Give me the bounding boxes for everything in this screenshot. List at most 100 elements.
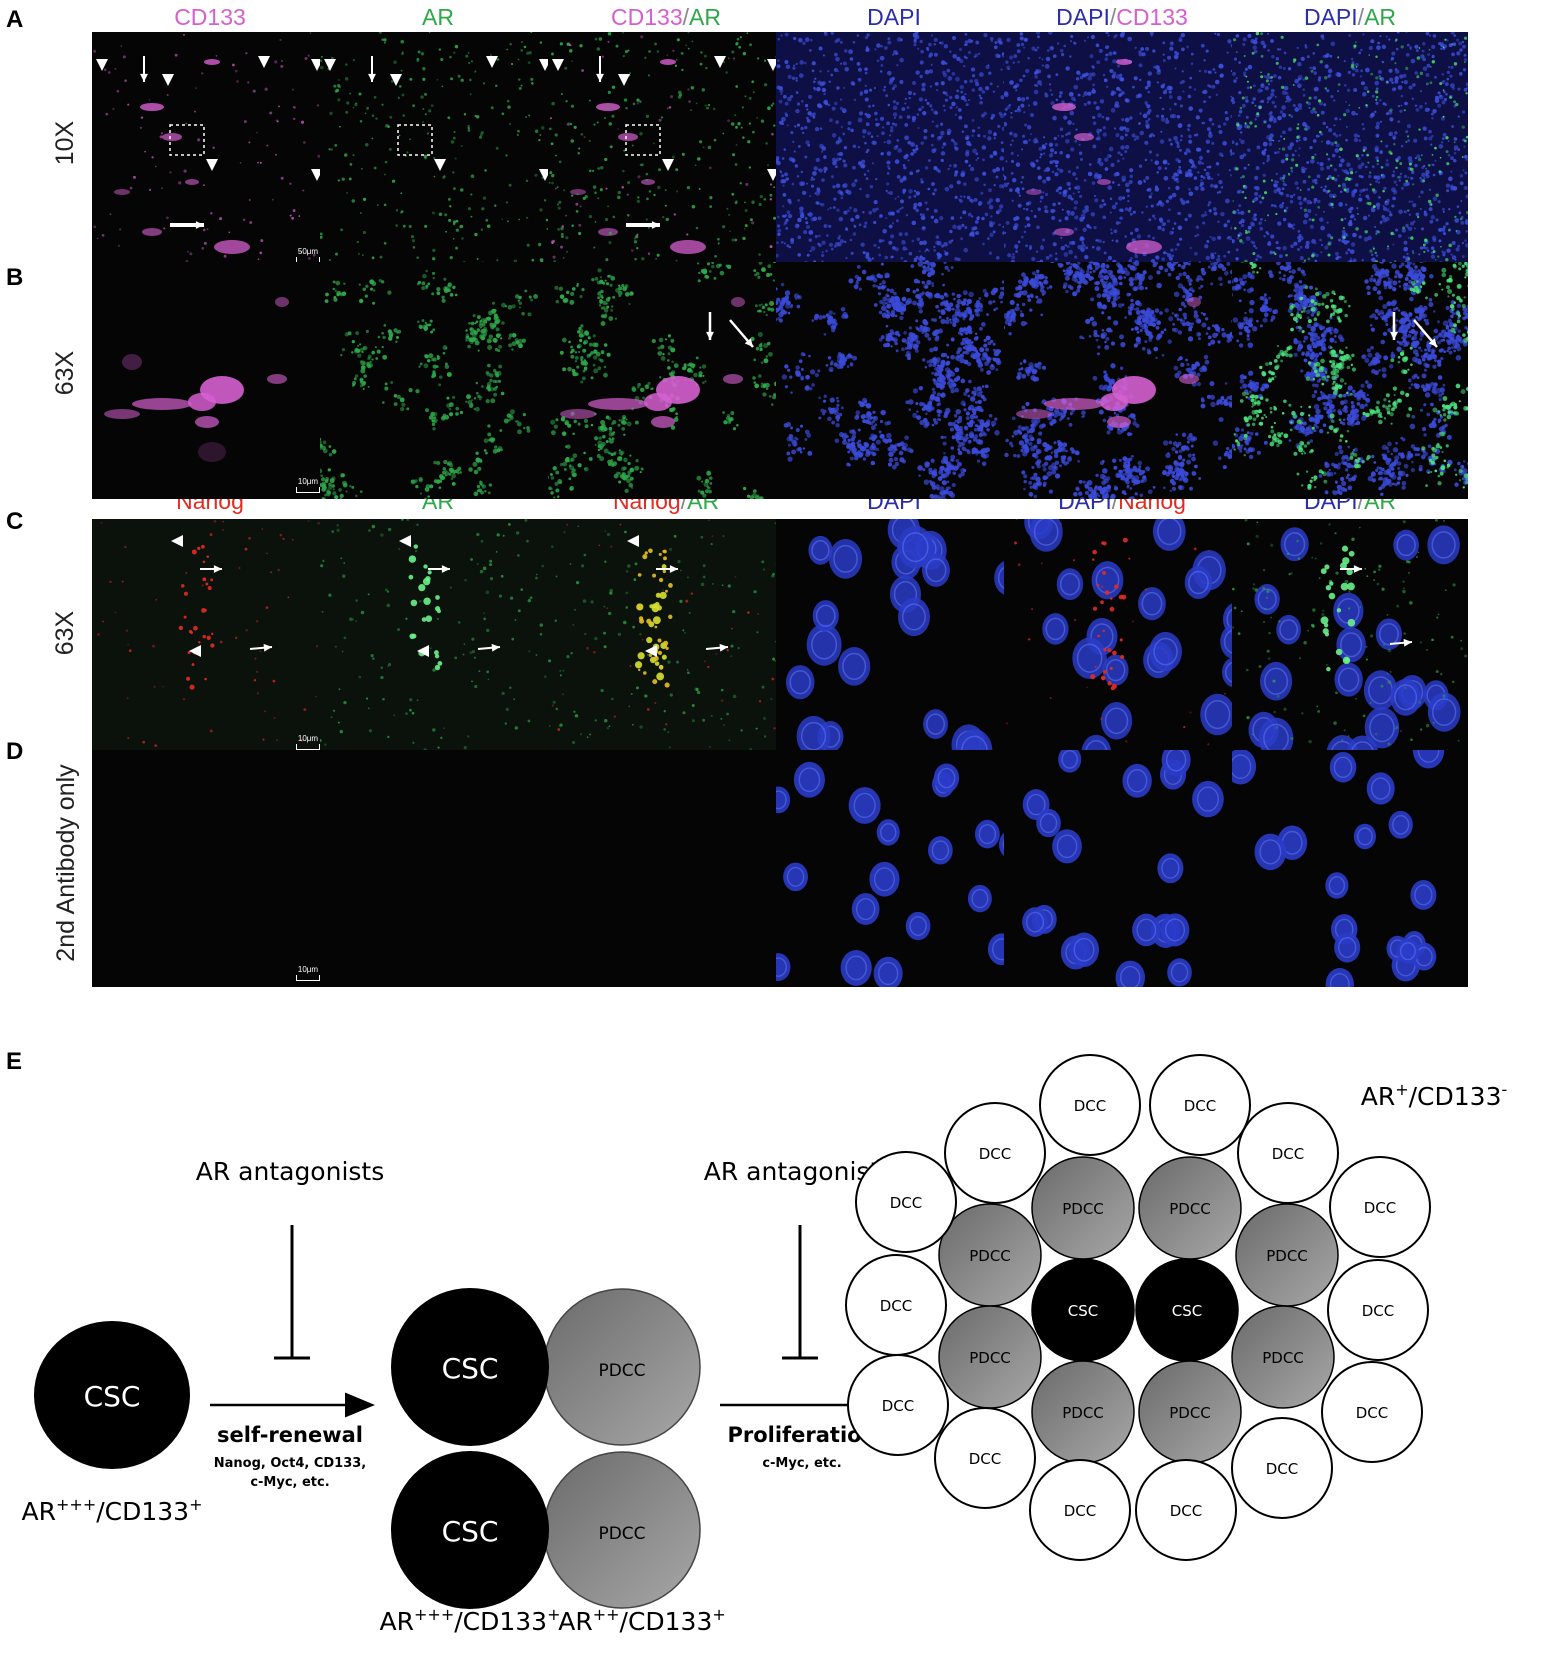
- pdcc-label-top: PDCC: [598, 1361, 645, 1381]
- row-label-c: 63X: [51, 610, 79, 656]
- micrograph-image: [776, 262, 1012, 499]
- csc-cell: [34, 1321, 190, 1469]
- csc-differentiation-diagram: CSC AR+++/CD133+ AR antagonists self-ren…: [22, 1054, 1507, 1636]
- micrograph-image: [1004, 519, 1240, 756]
- csc-label-bottom: CSC: [442, 1515, 499, 1548]
- csc-cell-top: [391, 1288, 549, 1446]
- dcc-label: DCC: [1364, 1199, 1397, 1217]
- micrograph-panel: [320, 750, 556, 987]
- pdcc-label-bottom: PDCC: [598, 1524, 645, 1544]
- self-renewal-title: self-renewal: [217, 1423, 363, 1447]
- pdcc-label: PDCC: [969, 1349, 1011, 1367]
- micrograph-panel: [1004, 750, 1240, 987]
- micrograph-image: [320, 519, 556, 756]
- micrograph-image: [548, 262, 784, 499]
- micrograph-panel: [320, 519, 556, 756]
- column-header-part: DAPI: [1056, 4, 1110, 30]
- dcc-cell: [1321, 1361, 1423, 1463]
- pdcc-cell: [1138, 1156, 1242, 1260]
- micrograph-image: [776, 519, 1012, 756]
- micrograph-panel: 50μm: [92, 32, 328, 269]
- micrograph-image: [548, 519, 784, 756]
- dcc-label: DCC: [1272, 1145, 1305, 1163]
- column-header-part: /: [1357, 4, 1365, 30]
- pdcc-label: PDCC: [969, 1247, 1011, 1265]
- column-header: DAPI/AR: [1232, 2, 1468, 32]
- dcc-cell: [944, 1102, 1046, 1204]
- micrograph-image: [776, 750, 1012, 987]
- column-header-part: /: [1111, 488, 1119, 514]
- scale-bar-label: 10μm: [297, 477, 319, 486]
- pdcc-label: PDCC: [1062, 1404, 1104, 1422]
- micrograph-image: [92, 519, 328, 756]
- scale-bar-label: 10μm: [297, 965, 319, 974]
- micrograph-panel: [776, 519, 1012, 756]
- column-header-part: /: [680, 488, 688, 514]
- micrograph-panel: [776, 32, 1012, 269]
- dcc-label: DCC: [1064, 1502, 1097, 1520]
- micrograph-panel: [776, 262, 1012, 499]
- scale-bar: 10μm: [296, 734, 320, 750]
- column-header-part: /: [682, 4, 690, 30]
- micrograph-panel: [548, 750, 784, 987]
- scale-bar-label: 10μm: [297, 734, 319, 743]
- micrograph-image: [320, 32, 556, 269]
- dcc-cell: [1327, 1259, 1429, 1361]
- scale-bar-line: [296, 744, 320, 750]
- dcc-cell: [1231, 1417, 1333, 1519]
- dcc-cell: [1029, 1459, 1131, 1561]
- self-renewal-factors-2: c-Myc, etc.: [250, 1475, 329, 1490]
- micrograph-panel: 10μm: [92, 262, 328, 499]
- column-header-part: /: [1357, 488, 1365, 514]
- micrograph-panel: [776, 750, 1012, 987]
- column-header-part: AR: [1364, 4, 1397, 30]
- pdcc-label: PDCC: [1062, 1200, 1104, 1218]
- micrograph-image: [1232, 32, 1468, 269]
- antagonist-label-left: AR antagonists: [196, 1157, 385, 1186]
- scale-bar-label: 50μm: [297, 247, 319, 256]
- scale-bar-line: [296, 975, 320, 981]
- scale-bar: 10μm: [296, 477, 320, 493]
- column-header-part: AR: [689, 4, 721, 30]
- micrograph-image: [548, 32, 784, 269]
- row-label-b: 63X: [51, 350, 79, 396]
- column-header: DAPI: [776, 2, 1012, 32]
- dcc-label: DCC: [1362, 1302, 1395, 1320]
- dcc-cell: [847, 1354, 949, 1456]
- panel-letter-d: D: [6, 738, 24, 765]
- state-csc-middle: AR+++/CD133+: [380, 1605, 561, 1636]
- micrograph-panel: 10μm: [92, 750, 328, 987]
- scale-bar: 50μm: [296, 247, 320, 263]
- dcc-cell: [1149, 1054, 1251, 1156]
- pdcc-label: PDCC: [1169, 1200, 1211, 1218]
- micrograph-image: [548, 750, 784, 987]
- dcc-label: DCC: [1074, 1097, 1107, 1115]
- dcc-cell: [1237, 1102, 1339, 1204]
- micrograph-panel: [548, 519, 784, 756]
- column-header-part: CD133: [611, 4, 683, 30]
- micrograph-image: [1004, 32, 1240, 269]
- column-header-part: AR: [422, 4, 454, 30]
- micrograph-image: [1232, 750, 1468, 987]
- micrograph-panel: [548, 262, 784, 499]
- csc-label-top: CSC: [442, 1352, 499, 1385]
- panel-letter-a: A: [6, 6, 24, 33]
- csc-label: CSC: [84, 1380, 141, 1413]
- panel-letter-c: C: [6, 508, 24, 535]
- column-header-part: CD133: [1116, 4, 1188, 30]
- panel-letter-e: E: [6, 1048, 23, 1075]
- dcc-cell: [855, 1151, 957, 1253]
- csc-cell-bottom: [391, 1451, 549, 1609]
- micrograph-panel: [320, 32, 556, 269]
- dcc-cell: [934, 1407, 1036, 1509]
- micrograph-image: [320, 262, 556, 499]
- micrograph-image: [92, 750, 328, 987]
- dcc-cell: [1039, 1054, 1141, 1156]
- column-header-part: CD133: [174, 4, 246, 30]
- pdcc-label: PDCC: [1266, 1247, 1308, 1265]
- column-header-part: DAPI: [1303, 4, 1358, 30]
- micrograph-panel: [1232, 262, 1468, 499]
- pdcc-cell: [1031, 1156, 1135, 1260]
- row-label-a: 10X: [51, 120, 79, 166]
- panel-letter-b: B: [6, 264, 24, 291]
